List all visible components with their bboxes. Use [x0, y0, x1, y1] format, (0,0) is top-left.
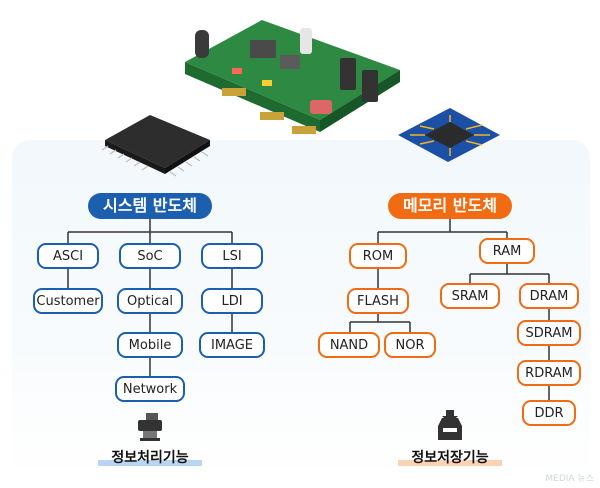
system-node-network: Network: [115, 376, 185, 402]
memory-node-ddr: DDR: [522, 400, 576, 426]
system-node-soc: SoC: [119, 243, 181, 269]
memory-node-nor: NOR: [384, 332, 436, 358]
system-node-optical: Optical: [117, 288, 183, 314]
system-footer-highlight: [98, 460, 202, 466]
memory-node-rdram: RDRAM: [517, 360, 581, 386]
memory-node-rom: ROM: [349, 243, 407, 269]
memory-node-ram: RAM: [479, 238, 535, 264]
memory-footer-highlight: [398, 460, 502, 466]
printer-icon: [138, 413, 162, 441]
memory-node-sdram: SDRAM: [517, 320, 581, 346]
system-node-customer: Customer: [33, 288, 103, 314]
circuit-board-illustration: [185, 20, 400, 134]
system-node-mobile: Mobile: [117, 332, 183, 358]
memory-node-nand: NAND: [318, 332, 380, 358]
memory-connectors: [349, 218, 550, 400]
memory-node-flash: FLASH: [347, 288, 409, 314]
system-footer-label: 정보처리기능: [111, 450, 189, 466]
system-node-image: IMAGE: [199, 332, 265, 358]
memory-semiconductor-title: 메모리 반도체: [388, 193, 512, 219]
system-node-lsi: LSI: [201, 243, 263, 269]
watermark: MEDIA 뉴스: [545, 474, 594, 484]
gold-chip-illustration: [398, 108, 500, 162]
memory-footer-label: 정보저장기능: [411, 450, 489, 466]
system-semiconductor-title: 시스템 반도체: [88, 193, 212, 219]
system-connectors: [67, 218, 233, 376]
system-node-ldi: LDI: [201, 288, 263, 314]
storage-tray-icon: [438, 410, 462, 440]
memory-node-dram: DRAM: [519, 283, 579, 309]
black-chip-illustration: [101, 115, 210, 177]
memory-node-sram: SRAM: [440, 283, 500, 309]
system-node-asci: ASCI: [37, 243, 99, 269]
